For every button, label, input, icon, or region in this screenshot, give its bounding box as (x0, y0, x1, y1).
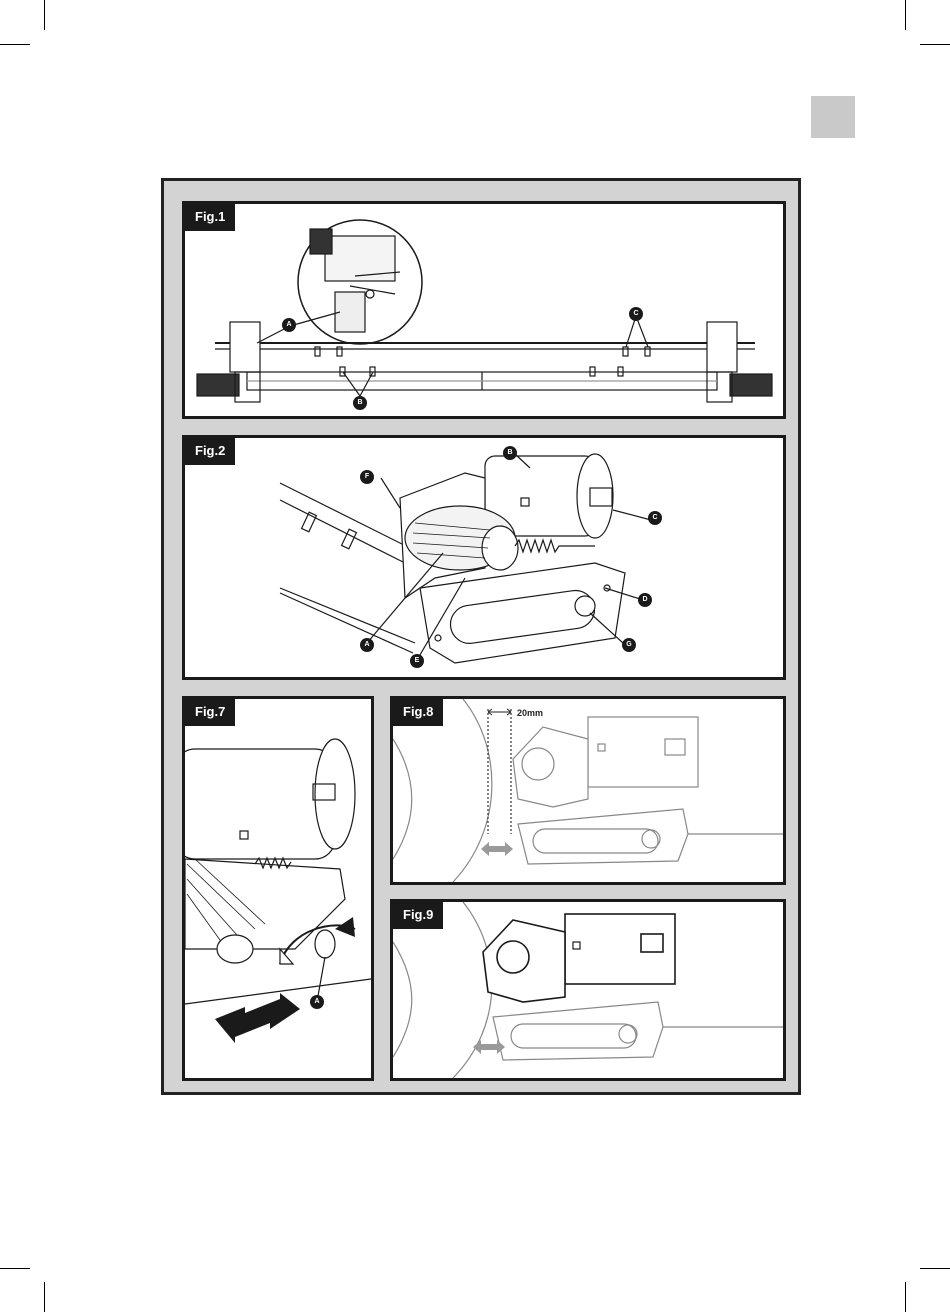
figure-1-label: Fig.1 (185, 204, 235, 231)
callout-c: C (629, 307, 643, 321)
figure-8-panel: Fig.8 20mm (390, 696, 786, 885)
callout-d: D (638, 593, 652, 607)
callout-g: G (622, 638, 636, 652)
figure-2-drawing (185, 438, 783, 677)
figure-7-panel: Fig.7 A (182, 696, 374, 1081)
crop-mark (920, 44, 950, 45)
callout-b: B (353, 396, 367, 410)
callout-a: A (282, 318, 296, 332)
figure-9-drawing (393, 902, 783, 1078)
crop-mark (44, 0, 45, 30)
crop-mark (905, 0, 906, 30)
callout-a: A (310, 995, 324, 1009)
figure-9-label: Fig.9 (393, 902, 443, 929)
figure-7-drawing (185, 699, 371, 1078)
page-tab-marker (811, 96, 855, 138)
figure-2-label: Fig.2 (185, 438, 235, 465)
figure-7-label: Fig.7 (185, 699, 235, 726)
dimension-label: 20mm (517, 708, 543, 718)
crop-mark (905, 1282, 906, 1312)
callout-b: B (503, 446, 517, 460)
figure-1-drawing (185, 204, 783, 416)
figures-frame: Fig.1 A B C (161, 178, 801, 1095)
callout-a: A (360, 638, 374, 652)
crop-mark (920, 1268, 950, 1269)
crop-mark (0, 1268, 30, 1269)
figure-1-panel: Fig.1 A B C (182, 201, 786, 419)
figure-8-label: Fig.8 (393, 699, 443, 726)
figure-9-panel: Fig.9 (390, 899, 786, 1081)
crop-mark (0, 44, 30, 45)
crop-mark (44, 1282, 45, 1312)
callout-f: F (360, 470, 374, 484)
callout-e: E (410, 654, 424, 668)
figure-2-panel: Fig.2 A B C D E F G (182, 435, 786, 680)
figure-8-drawing (393, 699, 783, 882)
callout-c: C (648, 511, 662, 525)
